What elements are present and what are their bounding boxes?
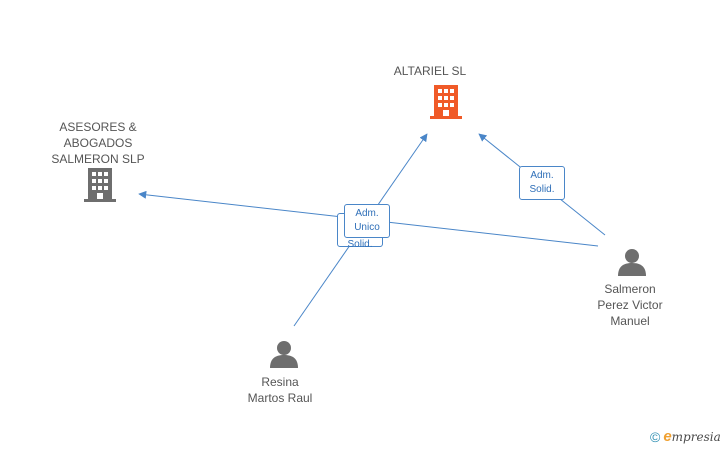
node-label-salmeron: Salmeron Perez Victor Manuel: [597, 282, 663, 328]
building-icon[interactable]: [430, 85, 462, 119]
person-icon[interactable]: [269, 340, 299, 368]
node-label-asesores: ASESORES & ABOGADOS SALMERON SLP: [51, 120, 145, 166]
copyright-icon: ©: [650, 428, 661, 445]
edge-label-salmeron-to-altariel: Adm. Solid.: [519, 166, 565, 200]
empresia-watermark: © empresia: [650, 428, 721, 445]
edge-label-resina-to-altariel: Adm. Unico: [344, 204, 390, 238]
brand-logo: empresia: [663, 428, 721, 445]
person-icon[interactable]: [617, 248, 647, 276]
node-label-altariel: ALTARIEL SL: [393, 64, 467, 78]
node-label-resina: Resina Martos Raul: [247, 375, 313, 405]
building-icon[interactable]: [84, 168, 116, 202]
